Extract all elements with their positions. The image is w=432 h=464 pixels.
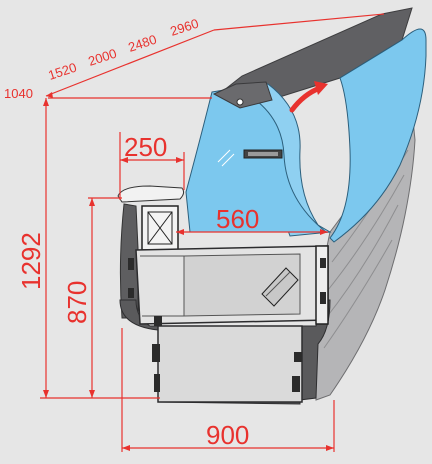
dimension-label-870: 870 bbox=[62, 281, 92, 324]
canopy-bolt bbox=[236, 98, 244, 106]
base-fitting-l2 bbox=[154, 374, 160, 392]
length-label-2480: 2480 bbox=[126, 32, 158, 55]
base-plinth bbox=[157, 325, 303, 403]
length-dim-line bbox=[45, 29, 215, 97]
glass-handle-inner bbox=[248, 152, 278, 156]
coil-line bbox=[265, 271, 291, 297]
length-label-1040: 1040 bbox=[4, 86, 33, 101]
glass-reflection bbox=[217, 149, 235, 167]
dimension-arrows bbox=[43, 92, 334, 451]
dimension-label-900: 900 bbox=[206, 420, 249, 450]
dimension-label-250: 250 bbox=[124, 132, 167, 162]
dimension-label-1292: 1292 bbox=[16, 232, 46, 290]
glass-front-panel bbox=[185, 87, 328, 233]
base-fitting-r2 bbox=[292, 376, 300, 392]
curved-arrow-icon bbox=[289, 81, 328, 113]
length-label-2960: 2960 bbox=[168, 16, 200, 39]
fittings bbox=[128, 258, 326, 326]
top-shelf bbox=[117, 185, 185, 203]
length-label-1520: 1520 bbox=[46, 60, 78, 83]
base-fitting-r bbox=[294, 352, 302, 362]
base-fitting-l bbox=[152, 344, 160, 362]
canopy-cap bbox=[212, 81, 273, 109]
length-dim-top bbox=[213, 13, 385, 31]
compressor-inner bbox=[147, 211, 173, 245]
right-frame bbox=[315, 245, 329, 325]
dimension-label-560: 560 bbox=[216, 204, 259, 234]
evaporator-coil bbox=[261, 267, 299, 307]
dimension-lines bbox=[40, 13, 385, 452]
length-label-2000: 2000 bbox=[86, 46, 118, 69]
glass-front-curved bbox=[329, 28, 427, 243]
cross-b bbox=[147, 211, 173, 245]
